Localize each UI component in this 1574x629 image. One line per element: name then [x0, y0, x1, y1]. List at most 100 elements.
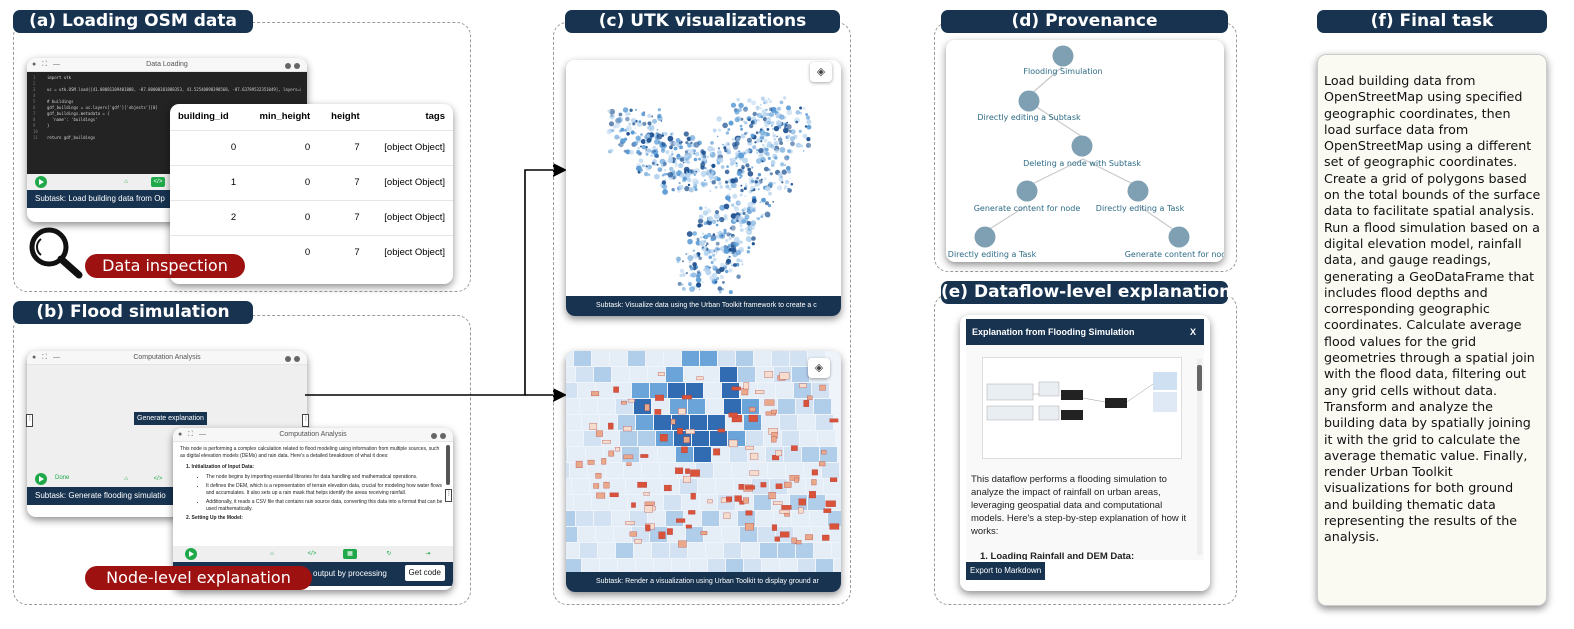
- code-line: 8 'name': 'buildings': [33, 117, 301, 123]
- table-header-cell[interactable]: height: [331, 111, 360, 123]
- building: [745, 510, 753, 516]
- flood-point: [709, 167, 714, 172]
- output-port[interactable]: ⋮: [445, 489, 452, 502]
- grid-cell: [624, 463, 641, 478]
- get-code-button[interactable]: Get code: [404, 565, 445, 581]
- prov-node-editing-task[interactable]: [1127, 180, 1149, 202]
- grid-cell: [758, 527, 775, 542]
- flood-point: [714, 210, 720, 215]
- building: [798, 498, 806, 506]
- grid-cell: [632, 527, 649, 542]
- flood-point: [688, 149, 694, 155]
- flood-point: [779, 141, 783, 145]
- prov-node-deleting-node[interactable]: [1071, 135, 1093, 157]
- play-button[interactable]: [35, 176, 47, 188]
- play-button[interactable]: [185, 548, 197, 560]
- input-port[interactable]: ⋮: [26, 414, 33, 427]
- table-header-cell[interactable]: tags: [425, 111, 445, 123]
- info-icon[interactable]: [431, 433, 437, 439]
- city-3d-canvas[interactable]: [566, 351, 841, 574]
- flood-point: [726, 193, 730, 197]
- code-icon[interactable]: </>: [151, 177, 165, 187]
- flood-point: [738, 150, 741, 153]
- window-controls-icon[interactable]: ● ⛶ —: [32, 354, 63, 361]
- home-icon[interactable]: ⌂: [124, 476, 128, 482]
- prov-node-generate-content[interactable]: [1016, 180, 1038, 202]
- flood-point: [719, 266, 725, 272]
- prov-node-flooding-simulation[interactable]: [1052, 45, 1074, 67]
- grid-cell: [636, 559, 653, 574]
- dataflow-explanation-window[interactable]: Explanation from Flooding Simulation X: [960, 315, 1210, 591]
- flood-point: [746, 250, 750, 254]
- flood-point: [768, 181, 774, 187]
- refresh-icon[interactable]: ↻: [386, 551, 392, 557]
- grid-cell: [572, 479, 589, 494]
- info-icon[interactable]: [285, 356, 291, 362]
- provenance-tree[interactable]: Flooding Simulation Directly editing a S…: [946, 40, 1224, 262]
- grid-cell: [788, 479, 805, 494]
- code-icon[interactable]: </>: [153, 476, 163, 482]
- comment-icon[interactable]: [294, 356, 300, 362]
- utk-map-3d[interactable]: ◈ Subtask: Render a visualization using …: [566, 351, 841, 592]
- window-controls-icon[interactable]: ● ⛶ —: [32, 61, 63, 68]
- export-markdown-button[interactable]: Export to Markdown: [966, 562, 1046, 580]
- info-icon[interactable]: [285, 63, 291, 69]
- home-icon[interactable]: ⌂: [270, 551, 274, 557]
- flood-point: [670, 147, 672, 150]
- prov-node-generate-content-2[interactable]: [1168, 226, 1190, 248]
- flood-point: [702, 281, 704, 284]
- grid-cell: [632, 383, 649, 398]
- close-icon[interactable]: X: [1189, 327, 1196, 337]
- flood-point: [689, 286, 695, 292]
- play-button[interactable]: [35, 473, 47, 485]
- flood-point: [802, 107, 806, 110]
- generate-explanation-button[interactable]: Generate explanation: [134, 412, 207, 425]
- prov-node-editing-task-2[interactable]: [974, 226, 996, 248]
- prov-label: Directly editing a Task: [1096, 204, 1185, 213]
- window-controls-icon[interactable]: ● ⛶ —: [178, 431, 209, 438]
- building: [613, 386, 619, 393]
- scrollbar[interactable]: [446, 445, 450, 485]
- comment-icon[interactable]: [440, 433, 446, 439]
- table-header-cell[interactable]: building_id: [178, 111, 229, 123]
- flood-point: [609, 148, 614, 153]
- output-icon[interactable]: ⇥: [425, 551, 431, 557]
- building: [794, 477, 799, 483]
- flood-point: [647, 148, 652, 153]
- home-icon[interactable]: ⌂: [124, 179, 128, 185]
- flood-point: [656, 133, 663, 140]
- prov-label: Directly editing a Task: [948, 250, 1037, 259]
- comment-icon[interactable]: [294, 63, 300, 69]
- table-cell: 7: [318, 199, 368, 235]
- code-icon[interactable]: </>: [307, 551, 317, 557]
- flood-point: [681, 283, 684, 286]
- flood-point: [750, 220, 757, 227]
- grid-cell: [566, 495, 573, 510]
- flood-point: [774, 156, 778, 160]
- flood-point: [755, 131, 759, 135]
- flood-point: [742, 211, 746, 215]
- layers-icon[interactable]: ◈: [808, 358, 830, 378]
- flood-point: [723, 231, 727, 235]
- grid-icon[interactable]: ▦: [343, 549, 357, 559]
- utk-map-flood[interactable]: ◈ Subtask: Visualize data using the Urba…: [566, 60, 841, 316]
- flood-point: [694, 151, 700, 157]
- node-toolbar: ⌂ </> ▦ ↻ ⇥: [173, 546, 453, 562]
- scrollbar-track[interactable]: [1197, 359, 1202, 555]
- table-header-cell[interactable]: min_height: [259, 111, 311, 123]
- explanation-body: This dataflow performs a flooding simula…: [966, 345, 1204, 560]
- flood-point: [734, 206, 737, 209]
- prov-node-editing-subtask[interactable]: [1018, 90, 1040, 112]
- grid-cell: [706, 543, 723, 558]
- grid-cell: [596, 527, 613, 542]
- output-port[interactable]: ⋮: [302, 414, 309, 427]
- flood-map-canvas[interactable]: [566, 60, 841, 296]
- layers-icon[interactable]: ◈: [810, 62, 832, 82]
- scrollbar-thumb[interactable]: [1197, 365, 1202, 391]
- flood-point: [786, 139, 789, 142]
